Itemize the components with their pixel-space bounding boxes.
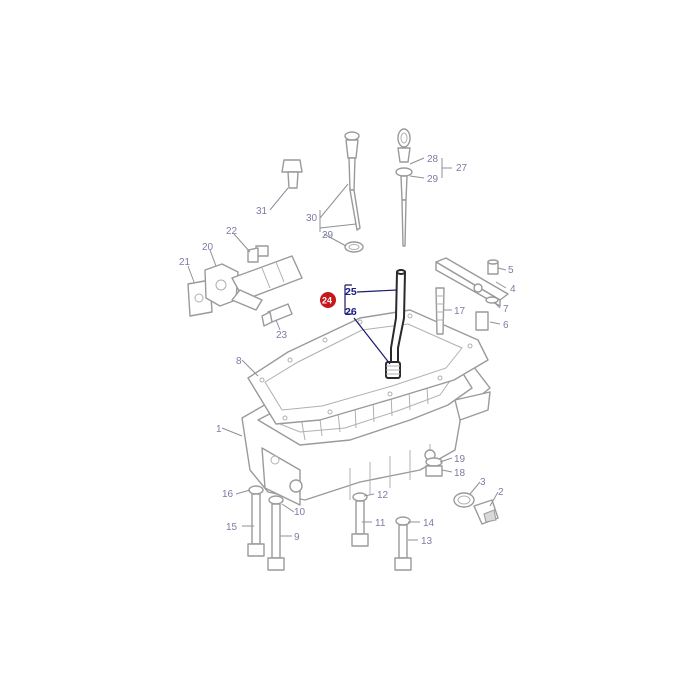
callout-5: 5 [508,265,514,276]
callout-12: 12 [377,490,389,501]
callout-badge-24: 24 [320,292,336,308]
callout-23: 23 [276,330,288,341]
callout-29-right: 29 [427,174,439,185]
callout-16: 16 [222,489,234,500]
callout-30: 30 [306,213,318,224]
callout-19: 19 [454,454,466,465]
bolt-11-12 [351,492,369,547]
callout-29-left: 29 [322,230,334,241]
callout-14: 14 [423,518,435,529]
callout-17: 17 [454,306,466,317]
callout-21: 21 [179,257,191,268]
plug-18-19 [425,457,443,477]
callout-25: 25 [345,286,357,298]
leader-lines [187,157,507,541]
callout-31: 31 [256,206,268,217]
sump-gasket [247,309,489,425]
callout-20: 20 [202,242,214,253]
callout-11: 11 [375,518,386,529]
callout-22: 22 [226,226,238,237]
bracket-assembly [435,257,509,335]
callout-18: 18 [454,468,466,479]
badge-circle [320,292,336,308]
dipstick-right [395,128,413,247]
breather-assembly [187,245,303,327]
bolt-9-10 [267,495,285,571]
drain-plug [453,492,499,525]
bolt-13-14 [394,516,412,571]
dipstick-left [344,131,364,253]
bolt-31 [281,159,303,189]
callout-26: 26 [345,306,357,318]
callout-10: 10 [294,507,306,518]
dipstick-tube-highlighted [385,269,406,379]
callout-1: 1 [216,424,222,435]
callouts: 1 2 3 4 5 6 7 8 9 10 11 12 13 14 15 16 1… [179,154,516,547]
callout-24: 24 [322,296,332,306]
bolt-15-16 [247,485,265,557]
callout-7: 7 [503,304,509,315]
callout-3: 3 [480,477,486,488]
callout-9: 9 [294,532,300,543]
callout-2: 2 [498,487,504,498]
callout-6: 6 [503,320,509,331]
callout-28: 28 [427,154,439,165]
callout-15: 15 [226,522,238,533]
callout-13: 13 [421,536,433,547]
callout-4: 4 [510,284,516,295]
callout-8: 8 [236,356,242,367]
callout-27: 27 [456,163,468,174]
